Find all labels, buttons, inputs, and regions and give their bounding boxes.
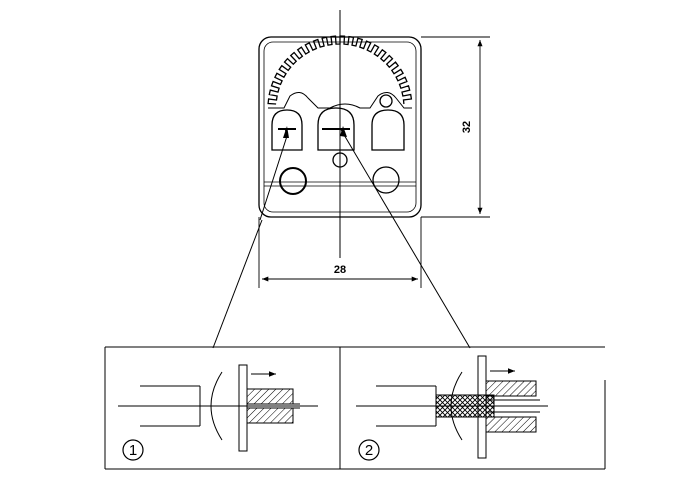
detail-view-2 bbox=[356, 355, 548, 459]
top-right-small-circle bbox=[379, 94, 393, 108]
bottom-right-hole bbox=[372, 166, 400, 194]
detail-number-2-badge: 2 bbox=[358, 439, 380, 461]
height-dimension bbox=[421, 36, 490, 218]
detail-number-1-badge: 1 bbox=[122, 439, 144, 461]
detail-view-1 bbox=[118, 364, 318, 452]
leader-arrow-2 bbox=[340, 126, 347, 137]
contact-slot-right bbox=[371, 109, 405, 151]
leader-lines bbox=[212, 127, 471, 349]
width-dimension-label: 28 bbox=[334, 264, 346, 276]
gear-inner-outline bbox=[268, 92, 412, 109]
detail-number-2: 2 bbox=[365, 442, 373, 459]
detail-panels bbox=[104, 346, 606, 470]
contact-slot-middle bbox=[317, 107, 355, 151]
bottom-left-hole bbox=[279, 167, 307, 195]
leader-arrow-1 bbox=[283, 126, 289, 138]
height-dimension-label: 32 bbox=[461, 121, 473, 133]
contact-slot-left bbox=[271, 109, 303, 151]
detail-number-1: 1 bbox=[129, 442, 137, 459]
